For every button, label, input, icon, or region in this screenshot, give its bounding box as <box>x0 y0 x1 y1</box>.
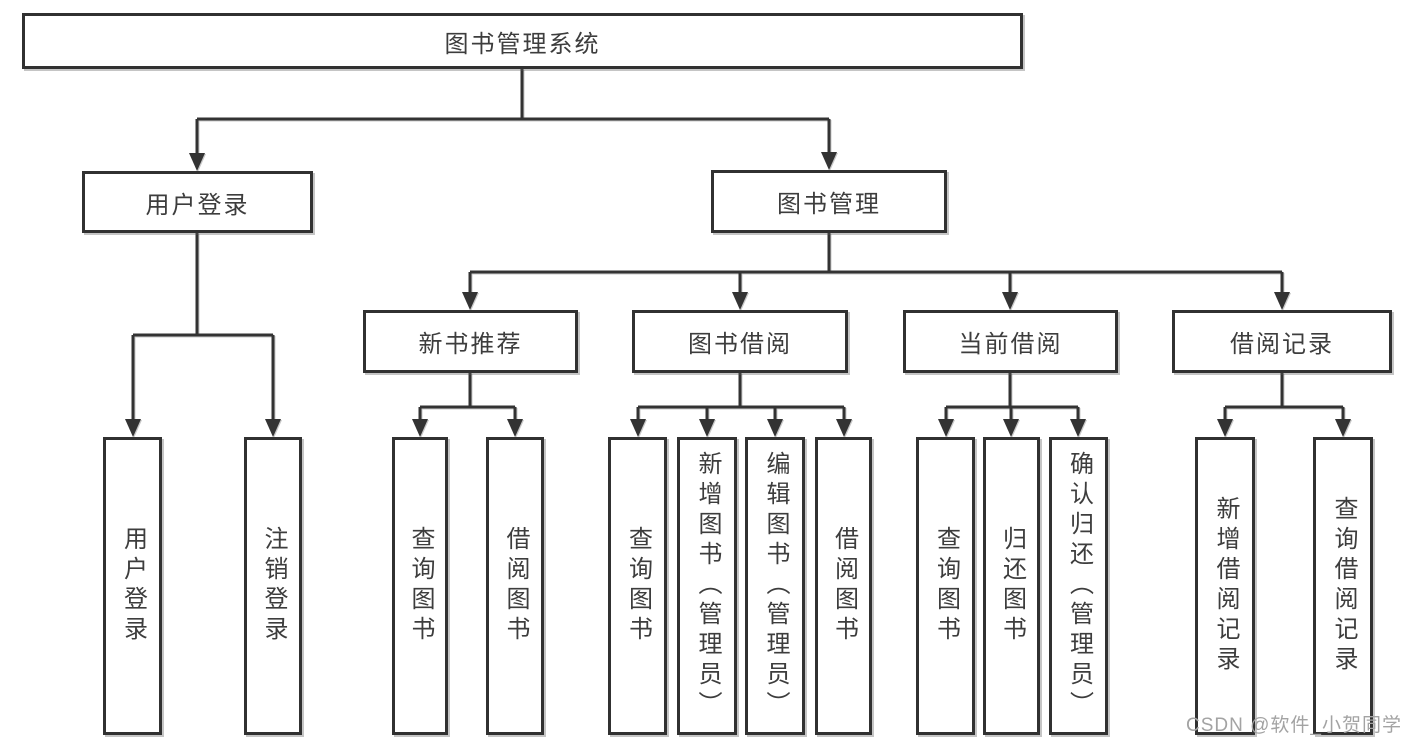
leaf-add-borrow-record: 新增借阅记录 <box>1195 437 1255 735</box>
current-borrow-branch-line <box>944 373 1080 421</box>
arrowhead-icon <box>836 419 852 437</box>
node-label: 图书管理 <box>777 191 881 218</box>
arrowhead-icon <box>1217 419 1233 437</box>
node-label: 借阅图书 <box>502 526 529 646</box>
leaf-borrow-books-recommend: 借阅图书 <box>486 437 544 735</box>
arrowhead-icon <box>630 419 646 437</box>
leaf-edit-books-admin: 编辑图书（管理员） <box>745 437 805 735</box>
node-book-management: 图书管理 <box>711 170 947 233</box>
leaf-logout: 注销登录 <box>244 437 302 735</box>
node-new-book-recommend: 新书推荐 <box>363 310 578 373</box>
arrowhead-icon <box>1003 419 1019 437</box>
arrowhead-icon <box>1335 419 1351 437</box>
node-label: 确认归还（管理员） <box>1065 451 1093 721</box>
node-label: 用户登录 <box>119 526 147 646</box>
node-label: 当前借阅 <box>958 331 1063 358</box>
node-label: 借阅记录 <box>1230 331 1334 358</box>
leaf-query-books-recommend: 查询图书 <box>392 437 448 735</box>
leaf-query-borrow-record: 查询借阅记录 <box>1313 437 1373 735</box>
leaf-user-login: 用户登录 <box>103 437 162 735</box>
arrowhead-icon <box>821 152 837 170</box>
arrowhead-icon <box>125 419 141 437</box>
arrowhead-icon <box>1070 419 1086 437</box>
node-label: 新增图书（管理员） <box>694 451 721 721</box>
node-label: 编辑图书（管理员） <box>762 451 789 721</box>
node-label: 查询图书 <box>932 526 960 646</box>
node-root-system: 图书管理系统 <box>22 13 1023 69</box>
node-user-login: 用户登录 <box>82 171 313 233</box>
arrowhead-icon <box>1002 292 1018 310</box>
root-branch-line <box>195 69 831 155</box>
node-label: 查询借阅记录 <box>1330 496 1357 676</box>
user-login-branch-line <box>131 233 275 421</box>
node-label: 查询图书 <box>624 526 652 646</box>
book-mgmt-branch-line <box>468 233 1284 294</box>
book-borrow-branch-line <box>636 373 846 421</box>
leaf-return-books: 归还图书 <box>983 437 1040 735</box>
arrowhead-icon <box>265 419 281 437</box>
leaf-confirm-return-admin: 确认归还（管理员） <box>1049 437 1108 735</box>
arrowhead-icon <box>767 419 783 437</box>
node-book-borrow: 图书借阅 <box>632 310 848 373</box>
node-label: 新书推荐 <box>418 331 523 358</box>
node-label: 查询图书 <box>407 526 434 646</box>
node-label: 图书管理系统 <box>444 30 601 58</box>
borrow-records-branch-line <box>1223 373 1345 421</box>
leaf-query-books-borrow: 查询图书 <box>608 437 667 735</box>
node-current-borrow: 当前借阅 <box>903 310 1118 373</box>
leaf-query-books-current: 查询图书 <box>916 437 975 735</box>
arrowhead-icon <box>732 292 748 310</box>
node-label: 图书借阅 <box>688 331 792 358</box>
leaf-add-books-admin: 新增图书（管理员） <box>677 437 737 735</box>
arrowhead-icon <box>699 419 715 437</box>
node-label: 注销登录 <box>260 526 287 646</box>
csdn-watermark: CSDN @软件_小贺同学 <box>1186 715 1402 736</box>
node-borrow-records: 借阅记录 <box>1172 310 1392 373</box>
arrowhead-icon <box>507 419 523 437</box>
leaf-borrow-books: 借阅图书 <box>815 437 872 735</box>
arrowhead-icon <box>1274 292 1290 310</box>
new-book-branch-line <box>418 373 517 421</box>
node-label: 新增借阅记录 <box>1212 496 1239 676</box>
node-label: 用户登录 <box>145 191 250 219</box>
arrowhead-icon <box>412 419 428 437</box>
node-label: 借阅图书 <box>830 526 858 646</box>
arrowhead-icon <box>462 292 478 310</box>
arrowhead-icon <box>189 153 205 171</box>
arrowhead-icon <box>938 419 954 437</box>
node-label: 归还图书 <box>998 526 1026 646</box>
